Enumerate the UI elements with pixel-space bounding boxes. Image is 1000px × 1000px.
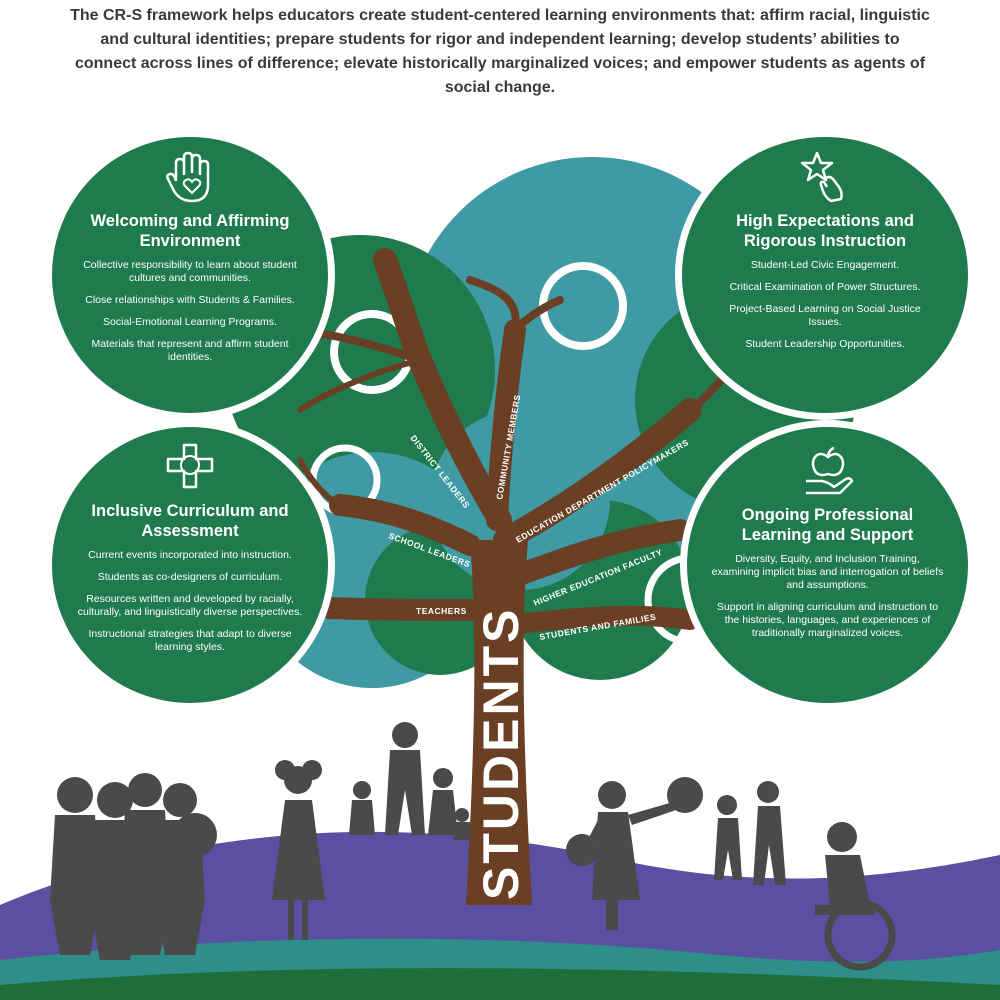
pillar-item: Support in aligning curriculum and instr…	[716, 601, 939, 639]
pillar-item: Instructional strategies that adapt to d…	[88, 628, 292, 653]
tree-trunk	[466, 540, 532, 905]
hills	[0, 831, 1000, 1000]
branch-label-teachers: TEACHERS	[416, 606, 467, 616]
pillar-title: Welcoming and Affirming Environment	[90, 212, 290, 250]
hill-green	[0, 968, 1000, 1000]
tree-branches	[276, 248, 734, 643]
walking-pair-silhouette	[714, 781, 786, 885]
apple-hand-icon	[805, 446, 853, 495]
people-silhouettes	[50, 722, 896, 971]
pillar-item: Diversity, Equity, and Inclusion Trainin…	[711, 553, 944, 591]
pillar-item: Student Leadership Opportunities.	[745, 338, 905, 350]
pillar-title: High Expectations and Rigorous Instructi…	[736, 212, 914, 250]
group-of-teens-silhouette	[50, 773, 217, 960]
pillar-professional-learning: Ongoing Professional Learning and Suppor…	[680, 420, 975, 710]
pillar-title: Inclusive Curriculum and Assessment	[91, 502, 289, 540]
family-silhouette	[349, 722, 472, 840]
pillar-item: Close relationships with Students & Fami…	[85, 294, 295, 306]
pillar-item: Collective responsibility to learn about…	[83, 259, 297, 284]
pillar-item: Materials that represent and affirm stud…	[91, 338, 289, 363]
heart-hand-icon	[166, 151, 210, 203]
pillar-inclusive-curriculum: Inclusive Curriculum and Assessment Curr…	[45, 420, 335, 710]
pillar-high-expectations: High Expectations and Rigorous Instructi…	[675, 130, 975, 420]
pillar-item: Critical Examination of Power Structures…	[729, 281, 921, 293]
wheelchair-user-silhouette	[815, 822, 896, 971]
girl-silhouette	[272, 760, 325, 940]
pillar-title: Ongoing Professional Learning and Suppor…	[741, 506, 914, 544]
trunk-label: STUDENTS	[473, 607, 529, 900]
pillar-item: Project-Based Learning on Social Justice…	[729, 303, 921, 328]
cheerleader-silhouette	[566, 777, 703, 930]
pillar-item: Current events incorporated into instruc…	[88, 549, 292, 561]
pillar-item: Social-Emotional Learning Programs.	[103, 316, 277, 328]
pillar-item: Resources written and developed by racia…	[77, 593, 303, 618]
joined-hands-icon	[166, 443, 214, 489]
pillar-item: Student-Led Civic Engagement.	[750, 259, 900, 271]
intro-text: The CR-S framework helps educators creat…	[70, 7, 930, 96]
star-hand-icon	[800, 151, 843, 203]
pillar-welcoming: Welcoming and Affirming Environment Coll…	[45, 130, 335, 420]
pillar-item: Students as co-designers of curriculum.	[97, 571, 283, 583]
